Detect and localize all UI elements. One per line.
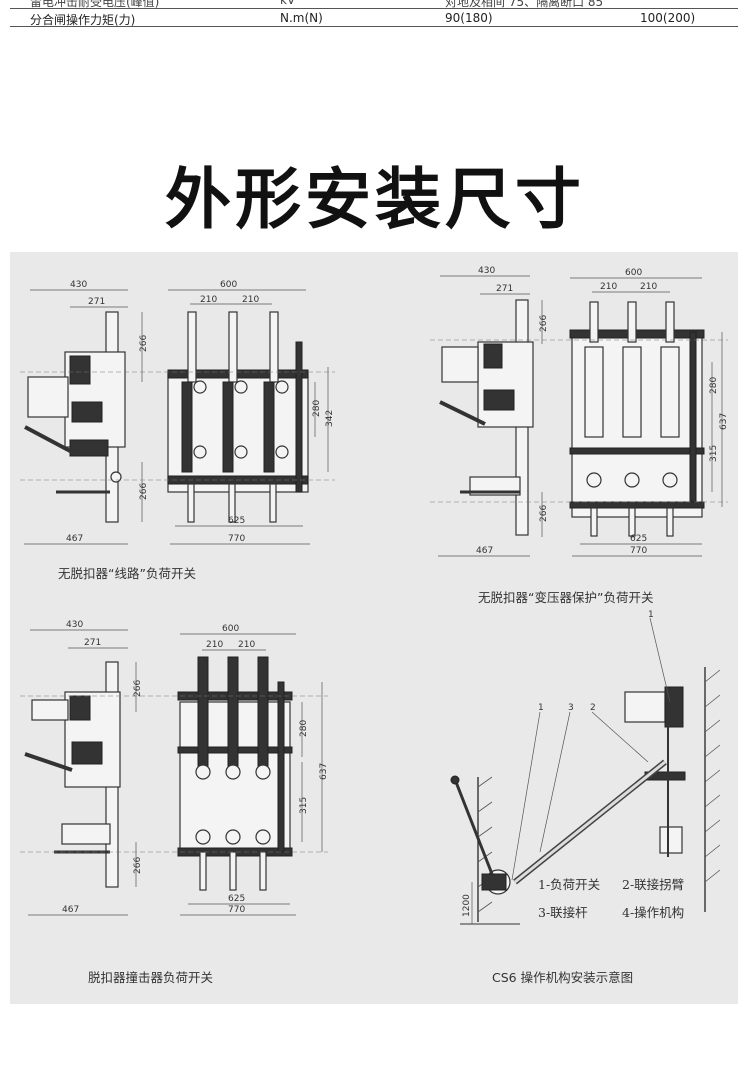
side-view: [439, 299, 534, 536]
dim-label: 271: [496, 284, 513, 294]
dim-label: 210: [238, 640, 255, 650]
front-view: [177, 656, 293, 891]
side-view: [24, 311, 126, 523]
diagram-caption: 无脱扣器“变压器保护”负荷开关: [478, 590, 653, 605]
dim-label: 271: [88, 297, 105, 307]
dim-label: 637: [319, 763, 329, 780]
legend-item: 3-联接杆: [538, 905, 588, 920]
spec-cell: 100(200): [640, 11, 696, 25]
spec-table: 雷电冲击耐受电压(峰值) kV 对地及相间 75、隔离断口 85 分合闸操作力矩…: [10, 0, 738, 32]
diagram-caption: 无脱扣器“线路”负荷开关: [58, 566, 196, 581]
dim-label: 467: [66, 534, 83, 544]
diagram-caption: CS6 操作机构安装示意图: [492, 970, 633, 985]
dim-label: 266: [133, 680, 143, 697]
spec-cell: kV: [280, 0, 296, 7]
dim-label: 1200: [462, 894, 472, 917]
spec-row: 雷电冲击耐受电压(峰值) kV 对地及相间 75、隔离断口 85: [10, 0, 738, 9]
diagram-cs6-mechanism: 1 1 3 2 1200 1-负荷开关 2-联接拐臂 3-联接杆 4-操作机构 …: [450, 610, 721, 985]
callout-label: 1: [648, 610, 654, 620]
dim-label: 210: [200, 295, 217, 305]
diagram-transformer-switch: 430 271 600 210 210 266 280 637 315 266 …: [430, 266, 729, 605]
spec-cell: N.m(N): [280, 11, 323, 25]
dim-label: 266: [139, 335, 149, 352]
diagram-caption: 脱扣器撞击器负荷开关: [88, 970, 213, 985]
drawings-svg: 430 271 600 210 210 266 280 342 266 625 …: [20, 266, 729, 985]
dim-label: 266: [539, 315, 549, 332]
dim-label: 315: [709, 445, 719, 462]
dim-label: 342: [325, 410, 335, 427]
dim-label: 600: [222, 624, 239, 634]
dim-label: 266: [133, 857, 143, 874]
spec-row: 分合闸操作力矩(力) N.m(N) 90(180) 100(200): [10, 10, 738, 27]
dim-label: 210: [640, 282, 657, 292]
dim-label: 266: [539, 505, 549, 522]
dim-label: 280: [299, 720, 309, 737]
spec-cell: 分合闸操作力矩(力): [30, 13, 136, 27]
drawing-panel: 430 271 600 210 210 266 280 342 266 625 …: [10, 252, 738, 1004]
legend-item: 4-操作机构: [622, 905, 684, 920]
legend-item: 2-联接拐臂: [622, 877, 684, 892]
dim-label: 600: [625, 268, 642, 278]
spec-cell: 对地及相间 75、隔离断口 85: [445, 0, 604, 9]
front-view: [569, 301, 705, 537]
dim-label: 210: [600, 282, 617, 292]
legend-item: 1-负荷开关: [538, 877, 600, 892]
dim-label: 467: [476, 546, 493, 556]
spec-cell: 90(180): [445, 11, 493, 25]
dim-label: 280: [312, 400, 322, 417]
dim-label: 770: [228, 905, 245, 915]
diagram-line-switch: 430 271 600 210 210 266 280 342 266 625 …: [20, 280, 335, 581]
dim-label: 430: [478, 266, 495, 276]
section-title: 外形安装尺寸: [165, 161, 585, 238]
dim-label: 625: [228, 894, 245, 904]
dim-label: 600: [220, 280, 237, 290]
spec-cell: 雷电冲击耐受电压(峰值): [30, 0, 160, 9]
dim-label: 625: [228, 516, 245, 526]
callout-label: 3: [568, 703, 574, 713]
dim-label: 280: [709, 377, 719, 394]
wall-hatch: [704, 669, 721, 883]
dim-label: 637: [719, 413, 729, 430]
dim-label: 467: [62, 905, 79, 915]
dim-label: 430: [66, 620, 83, 630]
dim-label: 210: [242, 295, 259, 305]
front-view: [167, 311, 309, 523]
callout-label: 1: [538, 703, 544, 713]
dim-label: 271: [84, 638, 101, 648]
dim-label: 770: [630, 546, 647, 556]
dim-label: 210: [206, 640, 223, 650]
dim-label: 770: [228, 534, 245, 544]
dim-label: 625: [630, 534, 647, 544]
diagram-striker-switch: 430 271 600 210 210 266 280 637 315 266 …: [20, 620, 329, 985]
dim-label: 430: [70, 280, 87, 290]
dim-label: 315: [299, 797, 309, 814]
dim-label: 266: [139, 483, 149, 500]
callout-label: 2: [590, 703, 596, 713]
